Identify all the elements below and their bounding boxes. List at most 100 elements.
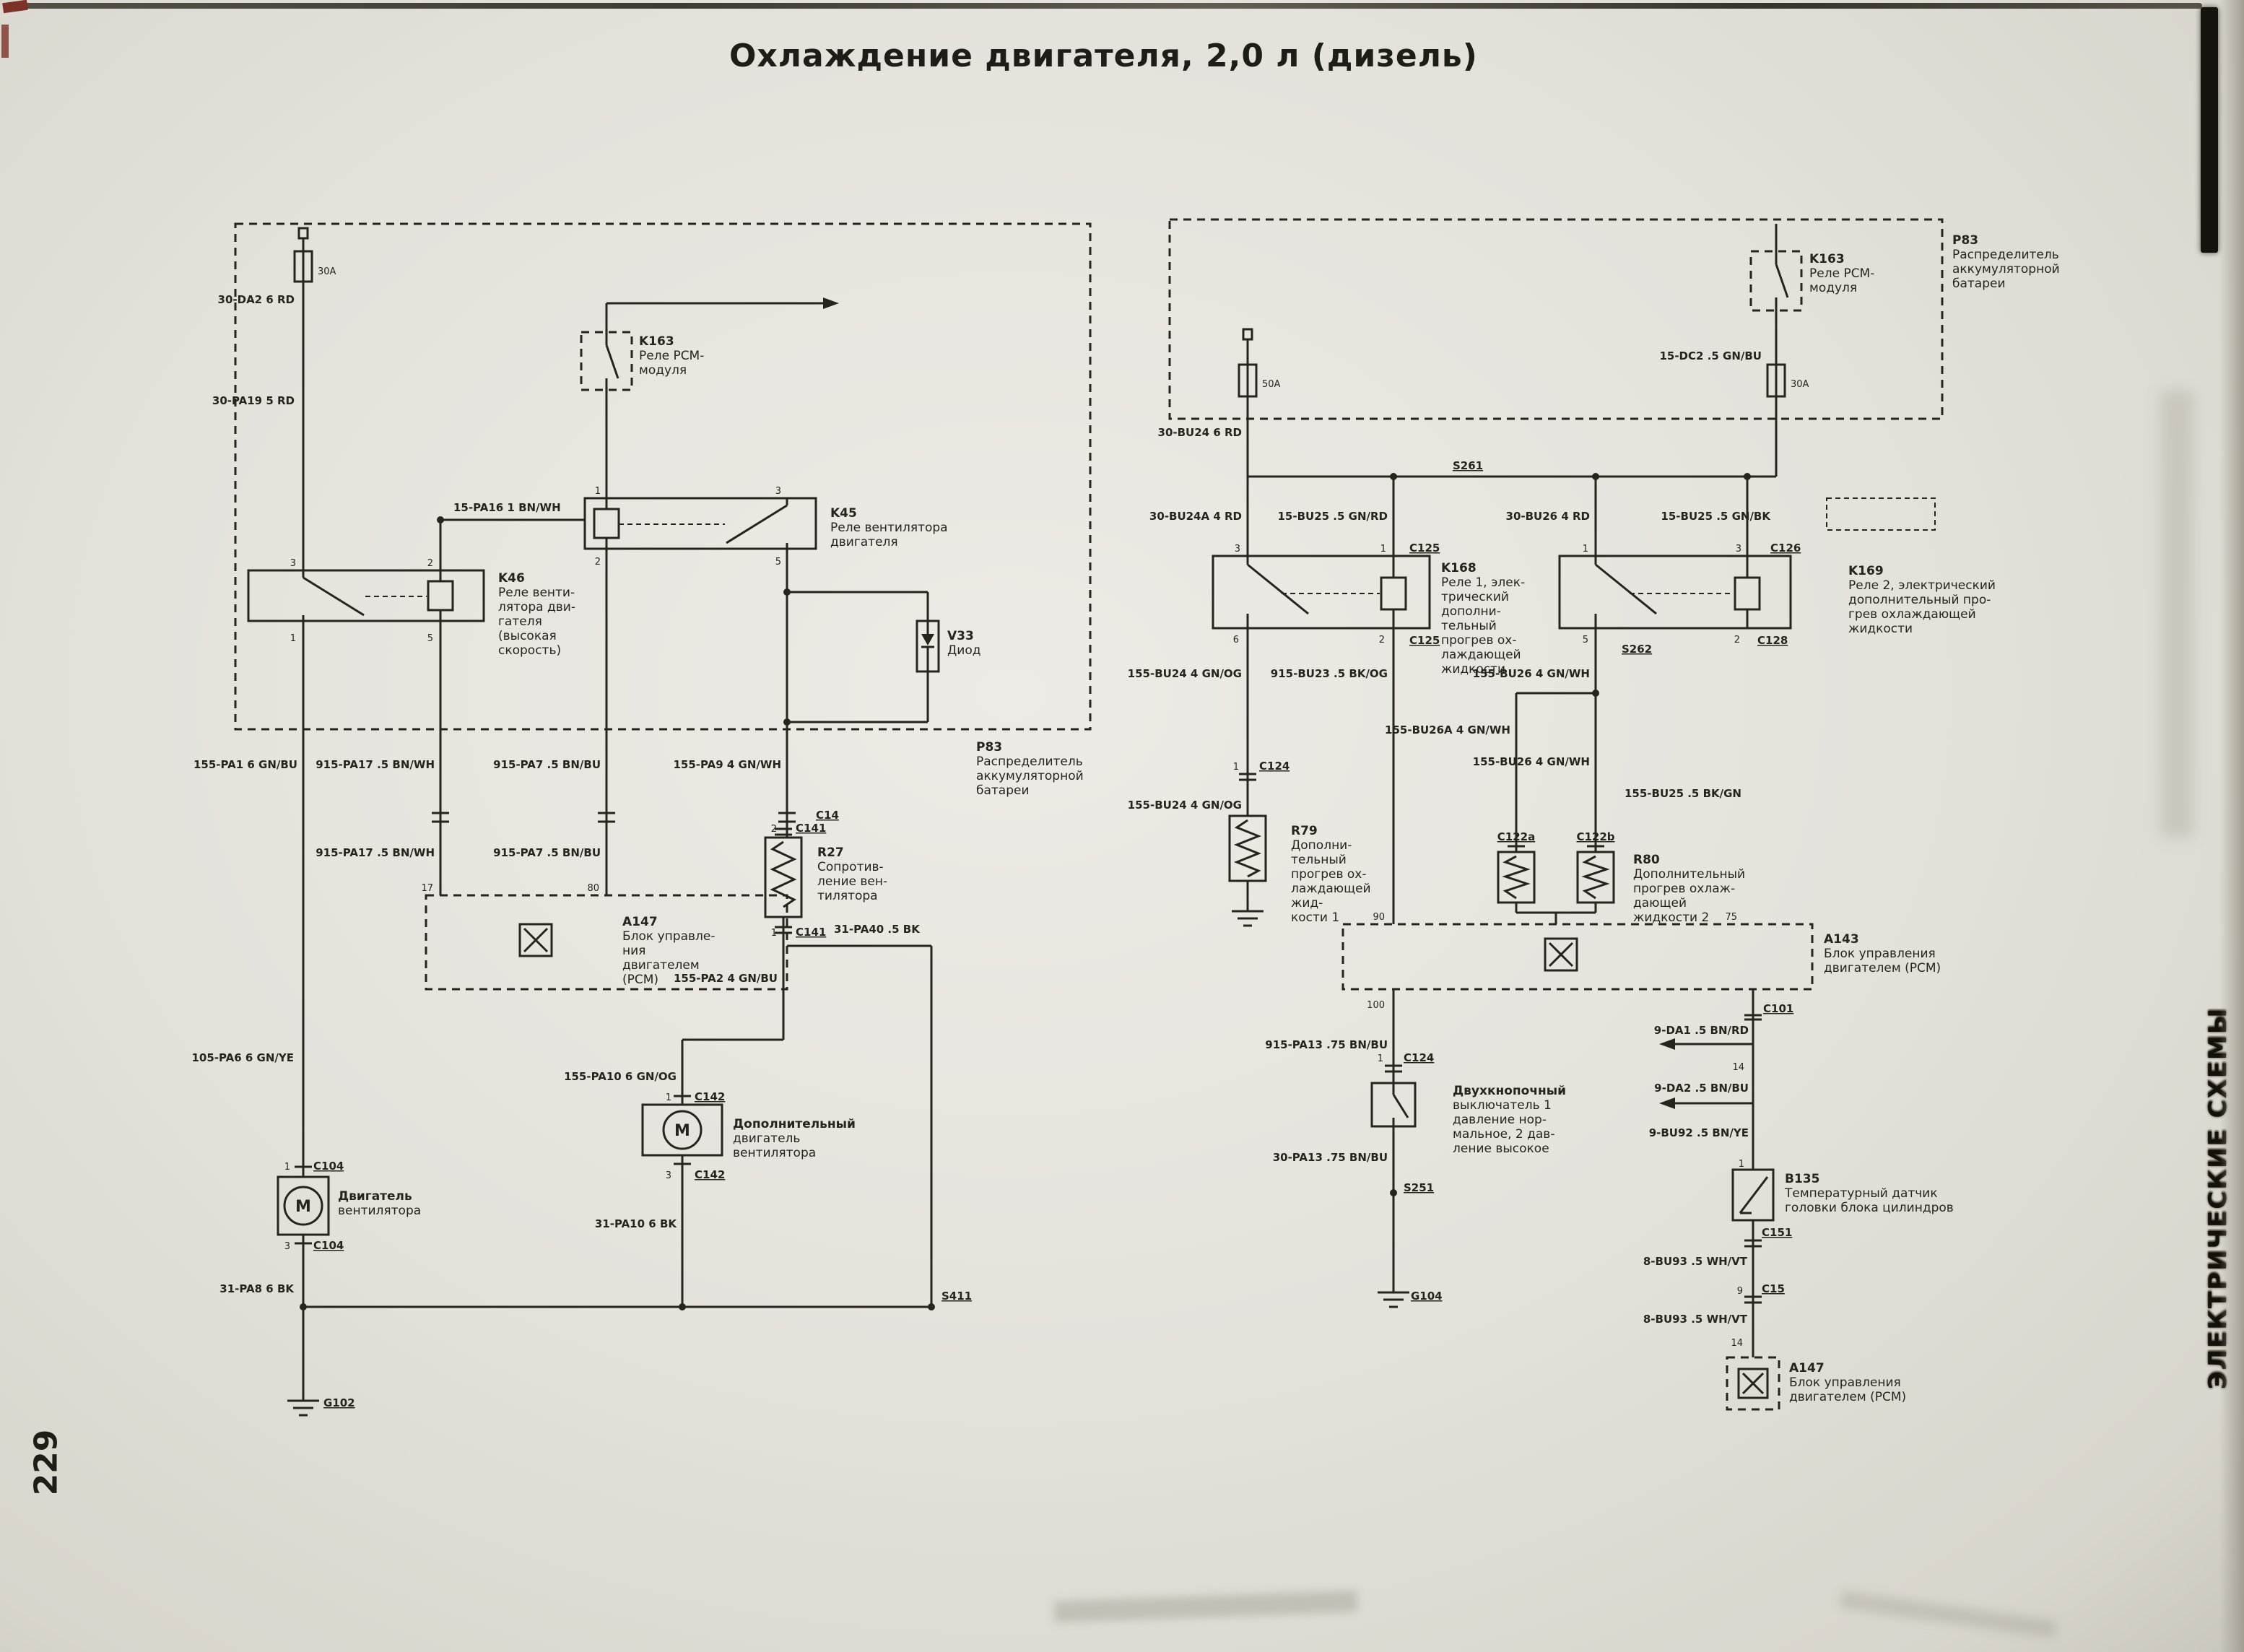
callout-box — [1826, 497, 1936, 531]
page-number: 229 — [27, 1429, 65, 1496]
label-line: двигателя — [830, 535, 898, 549]
wire-label: 155-PA2 4 GN/BU — [674, 972, 778, 985]
pin-label: 75 — [1725, 912, 1737, 923]
arrowhead — [1659, 1097, 1675, 1109]
label-line: (PCM) — [622, 973, 658, 987]
pcm-a147-left — [425, 894, 788, 991]
label-line: Реле венти- — [498, 586, 575, 600]
wire-label: 155-BU24 4 GN/OG — [1128, 667, 1242, 680]
wire-label: 9-BU92 .5 BN/YE — [1649, 1126, 1749, 1139]
pin-label: 14 — [1732, 1062, 1744, 1073]
label-line: Сопротив- — [817, 860, 884, 874]
pin-label: 3 — [666, 1170, 671, 1181]
label-line: Дополнительный — [733, 1117, 856, 1131]
wire-label: 155-PA9 4 GN/WH — [673, 758, 781, 771]
pin-label: 80 — [587, 883, 599, 894]
label-line: двигатель — [733, 1131, 800, 1146]
wire-segment — [1741, 1372, 1765, 1395]
motor-letter: M — [295, 1198, 311, 1216]
wire-label: 15-PA16 1 BN/WH — [453, 501, 561, 514]
pin-label: 1 — [290, 633, 296, 644]
connector-label: C104 — [313, 1239, 344, 1252]
label-line: гателя — [498, 614, 542, 629]
wire-label: 30-BU26 4 RD — [1506, 510, 1590, 523]
label-line: аккумуляторной — [1952, 262, 2060, 277]
label-line: K46 — [498, 571, 525, 586]
label-line: Реле вентилятора — [830, 521, 948, 535]
wire-segment — [1247, 563, 1309, 615]
label-line: трический — [1441, 590, 1509, 604]
motor-letter: M — [674, 1122, 690, 1140]
label-line: лятора дви- — [498, 600, 575, 614]
pin-label: 1 — [1739, 1159, 1744, 1170]
junction-dot — [783, 588, 791, 596]
connector-label: G102 — [323, 1396, 355, 1409]
pin-label: 3 — [1235, 544, 1240, 555]
pin-label: 5 — [775, 557, 781, 568]
wire-label: 155-PA1 6 GN/BU — [193, 758, 297, 771]
label-line: R79 — [1291, 824, 1318, 838]
label-line: Блок управления — [1824, 947, 1936, 961]
pin-label: 2 — [1379, 635, 1385, 645]
wire-label: 155-PA10 6 GN/OG — [564, 1070, 677, 1083]
label-line: K169 — [1848, 564, 1884, 578]
junction-dot — [928, 1303, 935, 1310]
connector-label: C141 — [796, 822, 826, 835]
wire-label: 915-PA7 .5 BN/BU — [493, 758, 601, 771]
arrowhead — [1659, 1038, 1675, 1050]
wire-label: 31-PA40 .5 BK — [834, 923, 921, 936]
connector-label: S251 — [1404, 1181, 1434, 1194]
label-line: вентилятора — [338, 1204, 421, 1218]
relay-coil — [1734, 576, 1761, 611]
diode-symbol — [921, 634, 934, 645]
label-line: A147 — [622, 915, 658, 929]
battery-junction-box-left — [234, 222, 1092, 731]
pin-label: 2 — [771, 824, 777, 835]
fan-icon — [1737, 1368, 1769, 1399]
wire-label: 31-PA8 6 BK — [219, 1282, 295, 1295]
label-line: Блок управления — [1789, 1375, 1901, 1390]
label-line: ление высокое — [1453, 1142, 1549, 1156]
wire-label: 915-PA17 .5 BN/WH — [316, 846, 435, 859]
relay-coil — [1380, 576, 1407, 611]
connector-label: C15 — [1762, 1282, 1785, 1295]
wire-label: 15-BU25 .5 GN/BK — [1661, 510, 1771, 523]
label-line: прогрев ох- — [1291, 867, 1367, 882]
label-line: ление вен- — [817, 874, 887, 889]
label-line: мальное, 2 дав- — [1453, 1127, 1554, 1142]
scan-smudge — [2160, 390, 2193, 838]
junction-dot — [300, 1303, 307, 1310]
junction-dot — [1390, 1189, 1397, 1196]
label-line: выключатель 1 — [1453, 1098, 1552, 1113]
label-line: двигателем — [622, 958, 700, 973]
pcm-a143 — [1341, 923, 1814, 991]
label-line: Реле 2, электрический — [1848, 578, 1996, 593]
pin-label: 1 — [1233, 762, 1239, 773]
arrowhead — [823, 297, 839, 309]
wire-segment — [726, 504, 788, 544]
label-line: R27 — [817, 845, 844, 860]
pin-label: 3 — [284, 1241, 290, 1252]
connector-label: C122b — [1576, 830, 1614, 843]
side-tab-bar — [2201, 7, 2218, 253]
wire-label: 915-PA7 .5 BN/BU — [493, 846, 601, 859]
label-line: Двигатель — [338, 1189, 412, 1204]
label-line: Распределитель — [976, 755, 1083, 769]
label-line: жидкости — [1441, 662, 1505, 677]
wire-label: 8-BU93 .5 WH/VT — [1643, 1313, 1748, 1326]
label-line: прогрев охлаж- — [1633, 882, 1735, 896]
label-line: A143 — [1824, 932, 1859, 947]
pin-label: 6 — [1233, 635, 1239, 645]
label-line: батареи — [976, 783, 1030, 798]
label-line: двигателем (PCM) — [1824, 961, 1941, 975]
pin-label: 30A — [1791, 379, 1809, 390]
label-line: Реле PCM- — [639, 349, 704, 363]
